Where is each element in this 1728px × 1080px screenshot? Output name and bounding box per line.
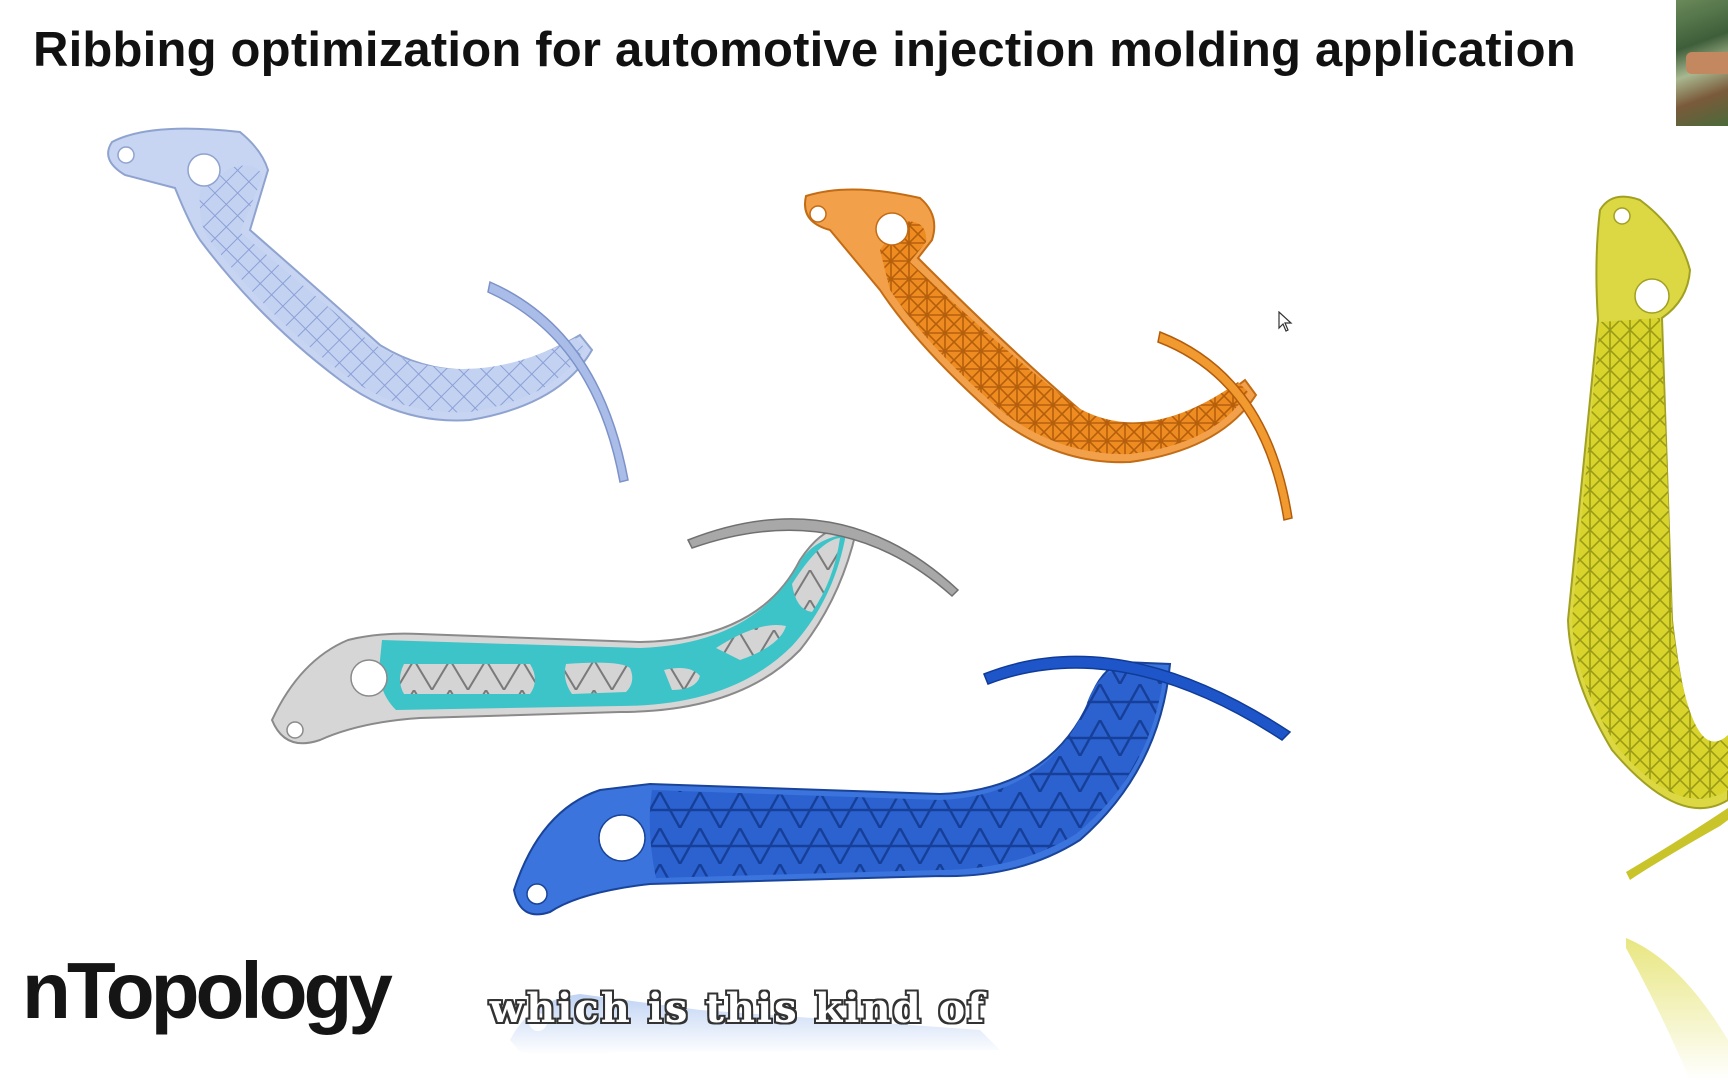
orange-lattice-bracket <box>804 188 1293 521</box>
blue-voronoi-bracket <box>512 655 1292 916</box>
webcam-thumbnail <box>1676 0 1728 126</box>
blue-bracket-reflection <box>510 994 1000 1055</box>
video-caption: which is this kind of <box>0 985 1728 1032</box>
ntopology-logo: nTopology <box>22 946 393 1035</box>
light-blue-grid-bracket <box>107 127 629 483</box>
gray-cyan-topology-bracket <box>270 518 960 745</box>
yellow-lattice-bracket <box>1566 195 1728 1080</box>
mouse-pointer-icon <box>1278 311 1293 332</box>
slide-title: Ribbing optimization for automotive inje… <box>33 23 1576 77</box>
caption-text: which is this kind of <box>489 985 987 1032</box>
